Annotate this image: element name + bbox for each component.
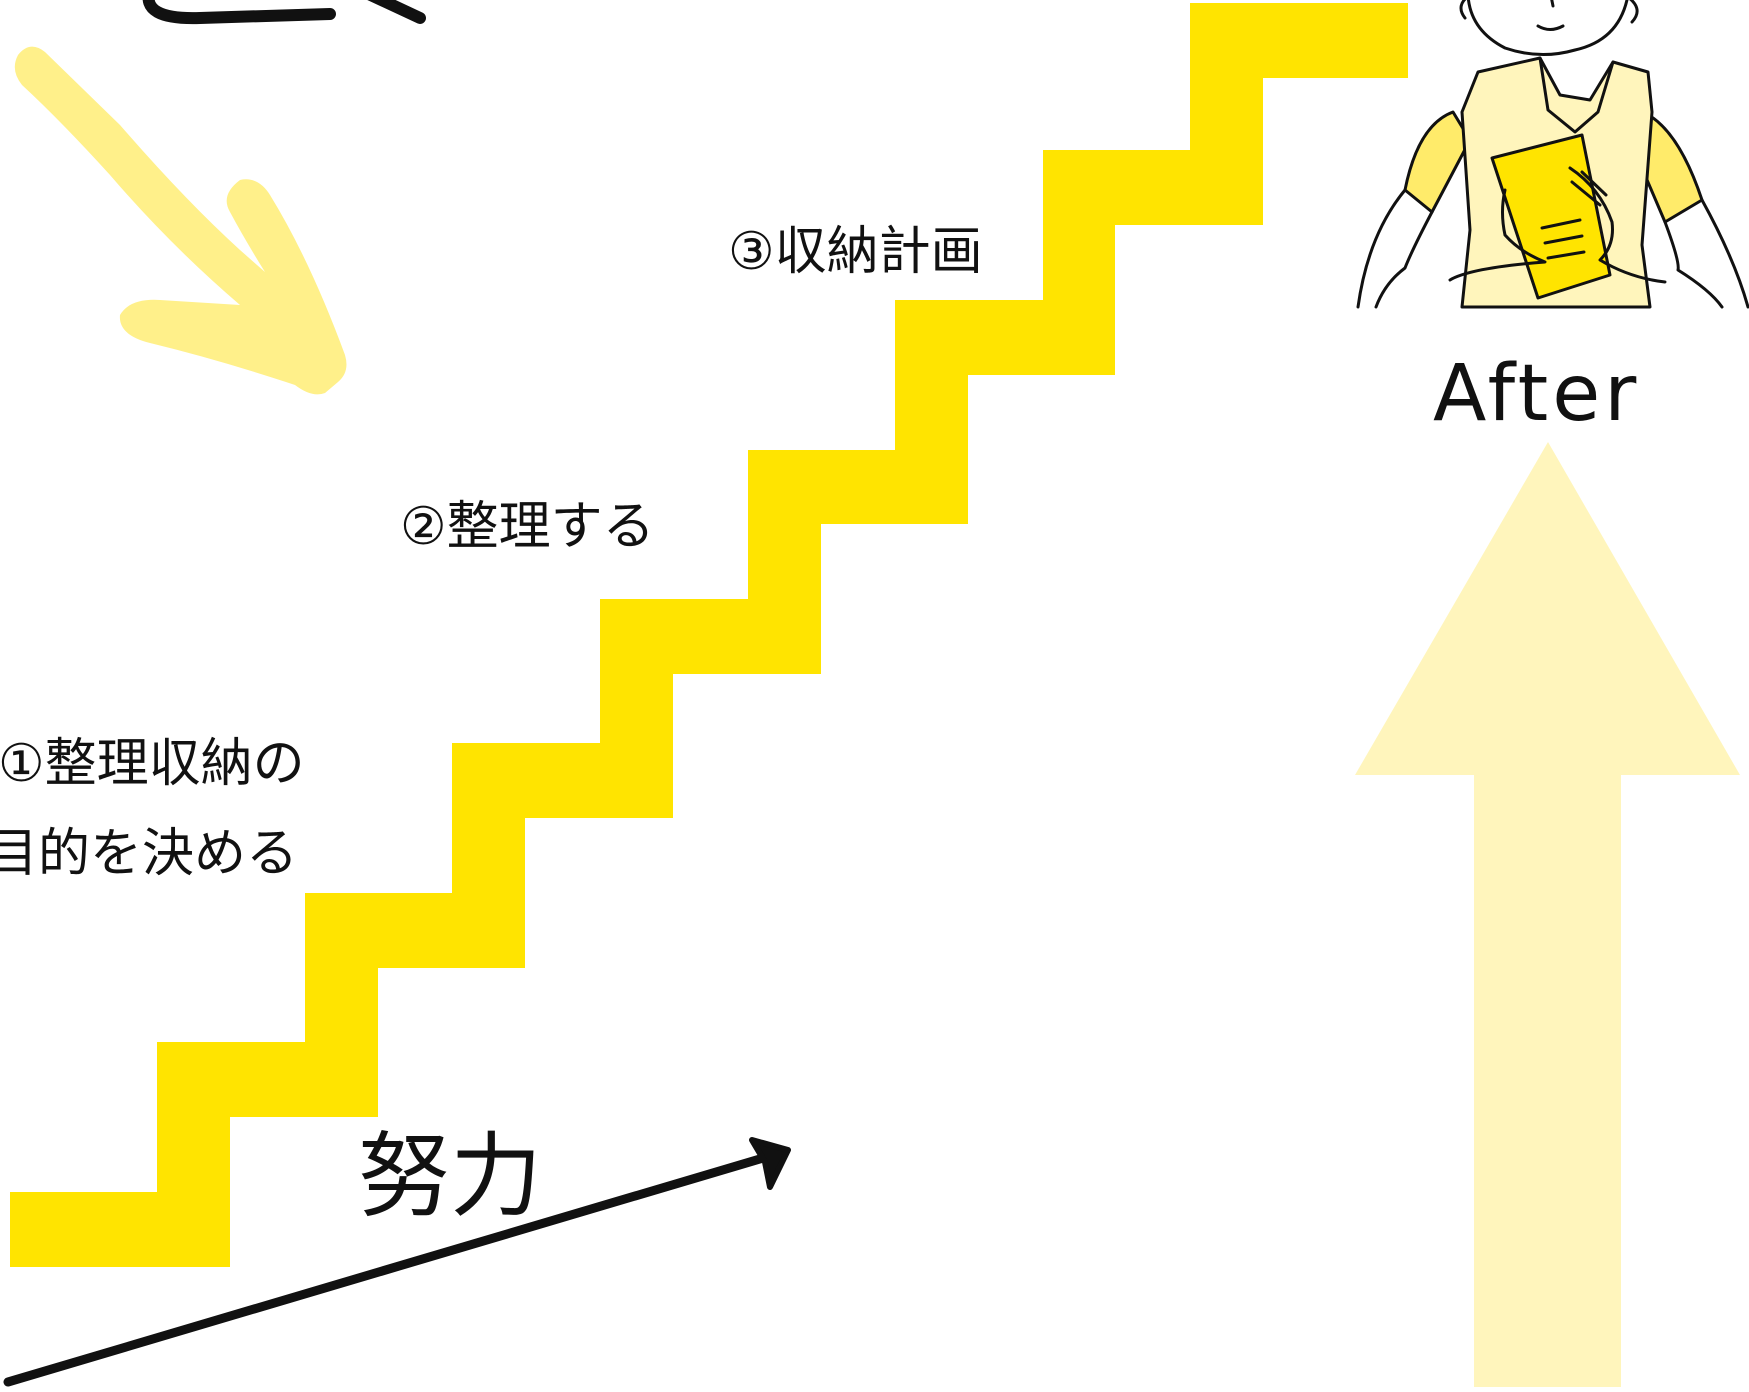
person-illustration [1356,0,1749,309]
step3-label: ③収納計画 [728,222,983,282]
effort-label: 努力 [358,1123,543,1230]
down-right-arrow-icon [14,46,347,395]
right-arm-inner [1663,220,1724,309]
effort-arrow-line [3,1151,775,1387]
collar [1538,56,1615,134]
effort-arrowhead-icon [749,1137,791,1190]
fingers-left [1540,218,1586,260]
left-sleeve [1403,110,1472,214]
right-arm [1700,198,1749,309]
step2-label: ②整理する [400,497,655,557]
nose [1550,0,1555,8]
staircase [10,3,1408,1267]
step1-label-line2: 目的を決める [0,824,299,884]
after-label: After [1433,349,1641,439]
step1-label-line1: ①整理収納の [0,734,305,794]
partial-heading-glyph [142,0,426,25]
ear-left [1459,0,1467,20]
right-hand [1568,166,1667,284]
left-arm [1356,188,1407,309]
ear-right [1629,0,1639,24]
head [1467,0,1629,57]
left-arm-inner [1374,210,1434,309]
up-arrow-icon [1355,442,1740,1387]
left-hand [1448,188,1547,282]
fingers-right [1570,170,1608,207]
mouth [1536,24,1565,31]
